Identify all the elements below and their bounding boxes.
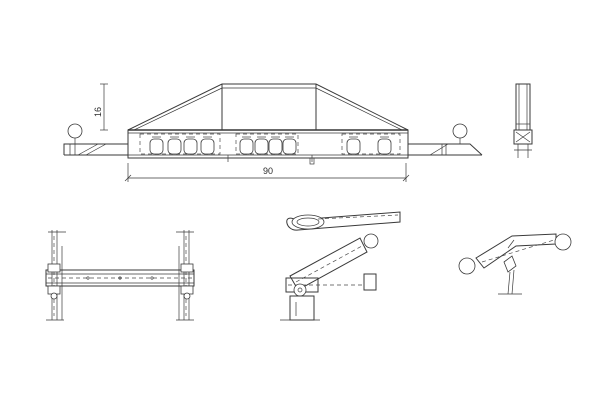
base-post: [289, 295, 315, 321]
left-wheel: [67, 123, 83, 139]
seat-group-middle: [239, 136, 297, 155]
height-dimension-label: 16: [93, 107, 103, 117]
seat-group-right: [346, 136, 392, 155]
end-view: [513, 83, 533, 158]
length-dimension-label: 90: [263, 166, 273, 176]
plan-detail: [45, 230, 195, 321]
right-wheel: [452, 123, 468, 139]
hinge-detail: [458, 233, 572, 295]
cross-beam: [45, 269, 195, 287]
height-dimension: 16: [93, 83, 108, 131]
length-dimension: 90: [124, 163, 410, 182]
left-ramp: [63, 143, 128, 155]
side-elevation: 16 90: [63, 83, 483, 182]
hinge-arm: [475, 233, 557, 269]
pivot-arm-detail: [280, 211, 401, 321]
upper-arm: [286, 211, 401, 231]
right-ramp: [408, 143, 483, 156]
seat-group-left: [149, 136, 215, 155]
roof-truss: [127, 83, 409, 131]
